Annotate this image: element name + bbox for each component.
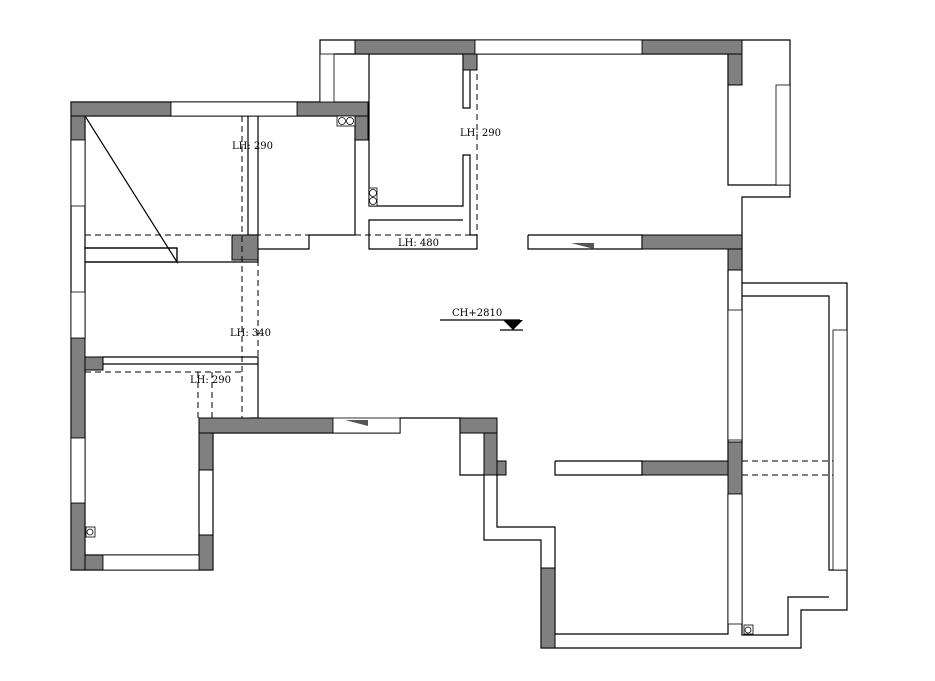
dimension-labels: LH: 290 LH: 290 LH: 480 LH: 340 LH: 290 … [190,128,523,386]
elevation-marker-icon [503,320,523,330]
ceiling-height-label-top: LH: 290 [460,128,501,139]
ceiling-height-label-480: LH: 480 [398,238,439,249]
ceiling-elevation-label: CH+2810 [452,308,502,319]
ceiling-height-label-master: LH: 290 [232,141,273,152]
ceiling-lines [85,54,833,476]
ceiling-height-label-340: LH: 340 [230,328,271,339]
windows [70,39,848,625]
fixtures [85,115,754,635]
ceiling-height-label-lower: LH: 290 [190,375,231,386]
structural-columns [70,39,743,649]
